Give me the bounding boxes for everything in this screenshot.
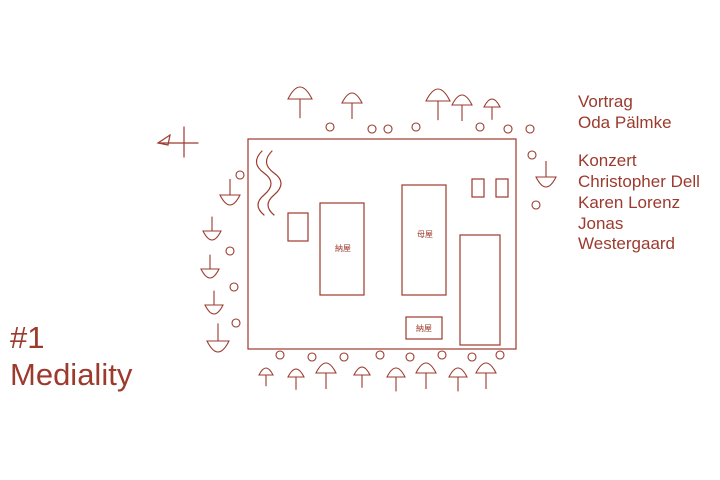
shrub-icon (405, 352, 415, 362)
tree-icon (200, 254, 220, 279)
shrub-icon (231, 318, 241, 328)
lecture-heading: Vortrag (578, 92, 633, 111)
lecture-speaker: Oda Pälmke (578, 112, 672, 132)
shrub-icon (467, 352, 477, 362)
tree-icon (219, 179, 241, 206)
shrub-icon (375, 350, 385, 360)
shrub-icon (503, 124, 513, 134)
performer-name: Christopher Dell (578, 172, 700, 192)
building-label: 納屋 (416, 323, 432, 333)
kitchen-garden (459, 234, 501, 346)
shrub-icon (475, 122, 485, 132)
winding-path (255, 150, 272, 216)
shrub-icon (525, 124, 535, 134)
shrub-icon (339, 352, 349, 362)
plan-strokes (156, 126, 517, 350)
compass-icon (156, 126, 199, 158)
small-box-1 (471, 178, 485, 198)
small-box-2 (495, 178, 509, 198)
trees (200, 86, 557, 392)
shrub-icon (229, 282, 239, 292)
main-house (401, 184, 447, 296)
tree-icon (483, 98, 501, 120)
shrub-icon (527, 150, 537, 160)
shrub-icon (367, 124, 377, 134)
performer-name: Jonas (578, 213, 624, 233)
event-info: Vortrag Oda Pälmke Konzert Christopher D… (578, 92, 700, 273)
series-number: #1 (10, 320, 45, 355)
small-shed-top (287, 212, 309, 242)
concert-heading: Konzert (578, 151, 637, 171)
performer-name: Westergaard (578, 234, 676, 254)
tree-icon (202, 216, 222, 241)
lecture-block: Vortrag Oda Pälmke (578, 92, 700, 133)
tree-icon (353, 366, 371, 388)
shrub-icon (235, 170, 245, 180)
shrub-icon (531, 200, 541, 210)
performer-name: Karen Lorenz (578, 192, 681, 212)
tree-icon (386, 367, 406, 392)
tree-icon (425, 88, 451, 121)
shrub-icon (495, 350, 505, 360)
tree-icon (287, 86, 313, 119)
building-label: 納屋 (335, 243, 351, 253)
shrub-icon (383, 124, 393, 134)
tree-icon (206, 323, 230, 353)
shrub-icon (275, 350, 285, 360)
property-outline (247, 138, 517, 350)
tree-icon (448, 367, 468, 392)
tree-icon (475, 362, 497, 389)
tree-icon (315, 362, 337, 389)
shrub-icon (437, 350, 447, 360)
storehouse-right (405, 316, 443, 340)
tree-icon (258, 367, 274, 387)
garden-plan-illustration: 納屋 母屋 納屋 (156, 86, 557, 392)
tree-icon (415, 362, 437, 389)
shrub-icon (307, 352, 317, 362)
tree-icon (287, 368, 305, 390)
shrub-icon (411, 122, 421, 132)
storehouse-left (319, 202, 365, 296)
concert-block: Konzert Christopher Dell Karen Lorenz Jo… (578, 151, 700, 255)
tree-icon (451, 94, 473, 121)
shrub-icon (225, 246, 235, 256)
tree-icon (341, 92, 363, 119)
series-title: #1 Mediality (10, 320, 132, 393)
building-label: 母屋 (417, 230, 433, 239)
tree-icon (204, 290, 224, 315)
tree-icon (535, 161, 557, 188)
series-name: Mediality (10, 356, 133, 392)
shrub-icon (325, 122, 335, 132)
building-labels: 納屋 母屋 納屋 (335, 230, 433, 333)
